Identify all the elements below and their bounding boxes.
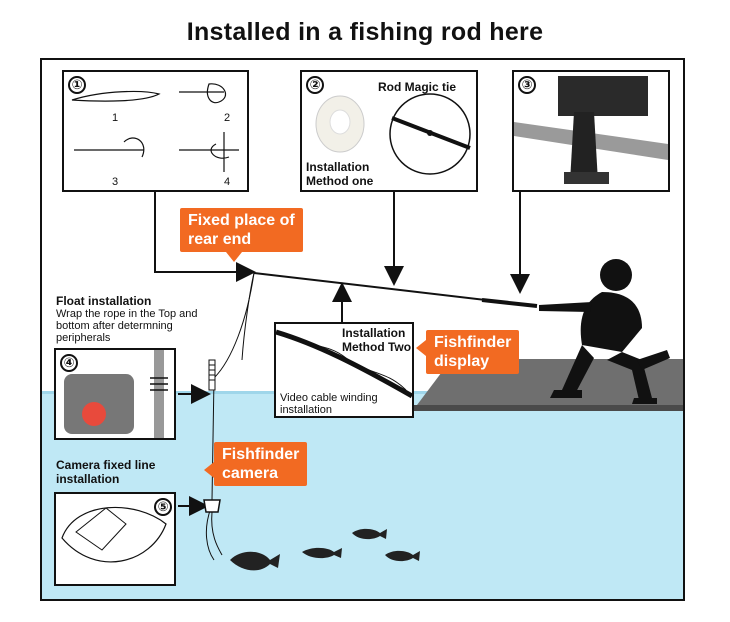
fish-2 (302, 547, 342, 559)
rod-holder-illustration (514, 76, 668, 184)
fishing-line (213, 272, 255, 379)
callout-rear-end: Fixed place of rear end (180, 208, 303, 262)
callout-rear-end-line2: rear end (188, 231, 252, 248)
panel-rod-holder: ③ (512, 70, 670, 192)
panel-method-two: Installation Method Two Video cable wind… (274, 322, 414, 418)
fishing-rod (253, 272, 521, 305)
panel-number: ④ (60, 354, 78, 372)
method-two-caption-line2: installation (280, 404, 332, 416)
fish-3 (352, 528, 387, 540)
camera-fixed-heading-line1: Camera fixed line (56, 458, 156, 472)
fisherman-silhouette (539, 259, 670, 404)
callout-display-line2: display (434, 353, 490, 370)
float-desc-line2: bottom after determning (56, 320, 173, 332)
callout-rear-end-line1: Fixed place of (188, 212, 295, 229)
method-two-line1: Installation (342, 326, 406, 340)
fish-1 (230, 551, 280, 571)
magic-tie-illustration (315, 93, 471, 175)
panel-heading: Rod Magic tie (378, 80, 457, 94)
float-illustration (64, 350, 168, 438)
rod-handle (481, 298, 538, 308)
method-two-line2: Method Two (342, 340, 412, 354)
method-two-caption-line1: Video cable winding (280, 392, 378, 404)
float-heading: Float installation (56, 294, 152, 308)
step-3: 3 (112, 176, 119, 188)
pier-edge (414, 405, 683, 411)
callout-camera-line2: camera (222, 465, 279, 482)
camera-fixed-heading-line2: installation (56, 472, 120, 486)
arrow-panel1 (154, 190, 256, 282)
knot-illustrations (71, 83, 239, 172)
fish-4 (385, 550, 420, 562)
panel-float: ④ (54, 348, 176, 440)
callout-display-line1: Fishfinder (434, 334, 512, 351)
callout-fishfinder-display: Fishfinder display (415, 330, 520, 374)
panel-caption-line1: Installation (306, 160, 370, 174)
camera-line (211, 377, 215, 501)
camera-fixed-illustration (61, 506, 167, 563)
panel-number: ① (68, 76, 86, 94)
fish-group (230, 528, 420, 571)
float-desc-line3: peripherals (56, 332, 111, 344)
panel-number: ③ (518, 76, 536, 94)
page-title: Installed in a fishing rod here (186, 18, 544, 46)
step-1: 1 (112, 112, 119, 124)
step-2: 2 (224, 112, 231, 124)
step-4: 4 (224, 176, 231, 188)
panel-number: ⑤ (154, 498, 172, 516)
diagram-lines (154, 190, 670, 571)
fishfinder-camera (203, 499, 221, 513)
callout-fishfinder-camera: Fishfinder camera (203, 442, 308, 486)
callout-camera-line1: Fishfinder (222, 446, 300, 463)
panel-rod-magic-tie: ② Rod Magic tie Installation Method one (300, 70, 478, 192)
panel-camera-fixed: ⑤ (54, 492, 176, 586)
float-desc-line1: Wrap the rope in the Top and (56, 308, 198, 320)
diagram-frame: ① 1 2 3 4 ② Rod Magic tie Installation M… (40, 58, 685, 601)
panel-number: ② (306, 76, 324, 94)
panel-caption-line2: Method one (306, 174, 374, 188)
method-two-illustration (276, 329, 412, 399)
panel-knot-steps: ① 1 2 3 4 (62, 70, 249, 192)
